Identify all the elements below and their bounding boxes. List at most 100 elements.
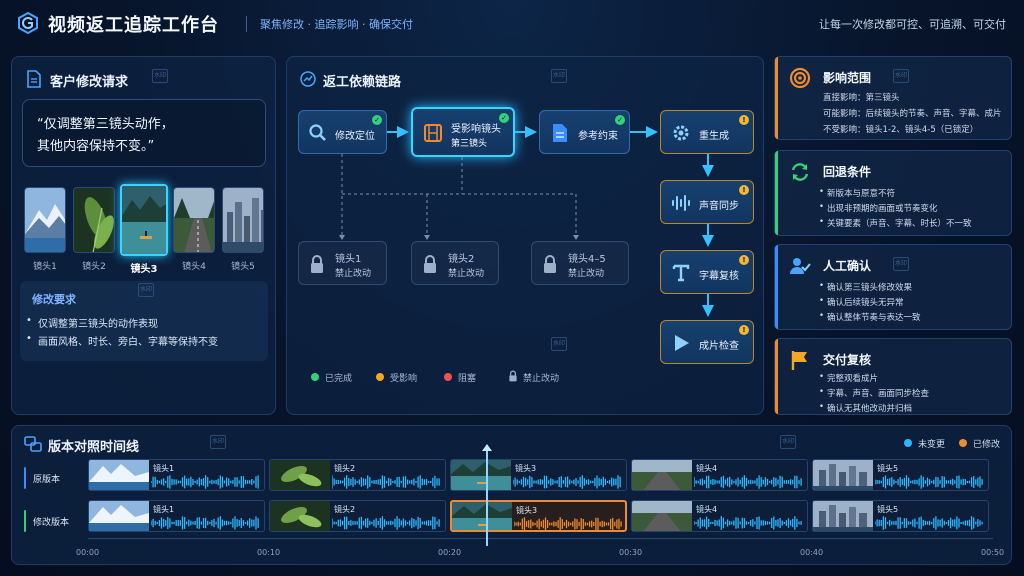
chain-node-final-check[interactable]: 成片检查 ! <box>660 320 754 364</box>
user-check-icon <box>790 258 811 274</box>
clip-label: 镜头5 <box>877 505 899 514</box>
timeline-clip[interactable]: 镜头1 <box>88 500 265 532</box>
clip-thumbnail <box>452 502 512 530</box>
clip-label: 镜头5 <box>877 464 899 473</box>
timeline-clip[interactable]: 镜头5 <box>812 500 989 532</box>
rollback-card: 回退条件 新版本与原意不符 出现非预期的画面或节奏变化 关键要素（声音、字幕、时… <box>774 150 1012 236</box>
header: 视频返工追踪工作台 聚焦修改 · 追踪影响 · 确保交付 让每一次修改都可控、可… <box>0 0 1024 48</box>
clip-thumbnail <box>270 460 330 490</box>
timeline-clip[interactable]: 镜头2 <box>269 500 446 532</box>
dependency-chain-title: 返工依赖链路 <box>323 75 402 90</box>
legend-modified-label: 已修改 <box>973 440 1001 450</box>
chain-node-subtitle-review[interactable]: 字幕复核 ! <box>660 250 754 294</box>
shot-thumbnail-5[interactable] <box>222 187 264 253</box>
timeline-clip[interactable]: 镜头4 <box>631 500 808 532</box>
play-icon <box>675 335 689 351</box>
timeline-tick-label: 00:00 <box>76 548 100 557</box>
chain-node-locate[interactable]: 修改定位 ✓ <box>298 110 387 154</box>
watermark: 水印 <box>893 69 909 83</box>
audio-waveform <box>693 474 806 490</box>
lock-icon <box>509 370 517 382</box>
rollback-item: 关键要素（声音、字幕、时长）不一致 <box>819 217 971 229</box>
clip-thumbnail <box>89 460 149 490</box>
clip-label: 镜头1 <box>153 464 175 473</box>
app-title: 视频返工追踪工作台 <box>48 15 219 36</box>
track-label-modified: 修改版本 <box>33 518 70 528</box>
timeline-tick-label: 00:30 <box>619 548 643 557</box>
card-accent <box>775 57 778 139</box>
clip-label: 镜头3 <box>516 506 538 515</box>
clip-thumbnail <box>813 460 873 490</box>
clip-thumbnail <box>270 501 330 531</box>
chain-node-label: 受影响镜头 <box>451 124 501 135</box>
request-quote-box: “仅调整第三镜头动作， 其他内容保持不变。” <box>22 99 266 167</box>
locked-shot-1: 镜头1 禁止改动 <box>298 241 387 285</box>
delivery-review-item: 完整观看成片 <box>819 372 878 384</box>
shot-thumbnail-4[interactable] <box>173 187 215 253</box>
chain-node-reference[interactable]: 参考约束 ✓ <box>539 110 630 154</box>
timeline-axis <box>88 538 993 539</box>
shot-thumbnail-3[interactable] <box>120 184 168 256</box>
gear-icon <box>673 125 689 141</box>
audio-waveform <box>150 515 263 531</box>
manual-confirm-item: 确认后续镜头无异常 <box>819 296 903 308</box>
locked-sub: 禁止改动 <box>448 269 485 279</box>
chain-connectors <box>339 126 714 317</box>
card-accent <box>775 339 778 414</box>
status-affected-icon: ! <box>739 325 749 335</box>
document-icon <box>553 124 567 142</box>
client-request-panel: 客户修改请求 水印 “仅调整第三镜头动作， 其他内容保持不变。” 镜头1 镜头2 <box>11 56 276 415</box>
impact-line: 可能影响：后续镜头的节奏、声音、字幕、成片 <box>823 109 1002 119</box>
locked-label: 镜头4–5 <box>568 254 606 265</box>
playhead[interactable] <box>482 444 493 546</box>
lock-icon <box>311 255 323 273</box>
lock-icon <box>424 255 436 273</box>
track-marker-original <box>24 467 26 489</box>
clip-label: 镜头4 <box>696 505 718 514</box>
audio-waveform <box>150 474 263 490</box>
watermark: 水印 <box>780 435 796 449</box>
timeline-clip[interactable]: 镜头5 <box>812 459 989 491</box>
version-timeline-title: 版本对照时间线 <box>48 440 140 455</box>
impact-line: 不受影响：镜头1-2、镜头4-5（已锁定） <box>823 125 979 135</box>
clip-label: 镜头1 <box>153 505 175 514</box>
clip-thumbnail <box>632 460 692 490</box>
chain-node-audio-sync[interactable]: 声音同步 ! <box>660 180 754 224</box>
playhead-handle-icon[interactable] <box>482 444 493 451</box>
requirements-box: 修改要求 水印 仅调整第三镜头的动作表现 画面风格、时长、旁白、字幕等保持不变 <box>20 281 268 361</box>
refresh-icon <box>791 163 809 181</box>
app-subtitle: 聚焦修改 · 追踪影响 · 确保交付 <box>260 18 413 31</box>
waveform-icon <box>672 195 690 211</box>
delivery-review-item: 确认无其他改动并归档 <box>819 402 912 414</box>
timeline-clip[interactable]: 镜头1 <box>88 459 265 491</box>
requirement-item: 画面风格、时长、旁白、字幕等保持不变 <box>26 333 218 348</box>
locked-label: 镜头2 <box>448 254 475 265</box>
timeline-clip[interactable]: 镜头4 <box>631 459 808 491</box>
shot-thumbnail-1[interactable] <box>24 187 66 253</box>
chain-node-regenerate[interactable]: 重生成 ! <box>660 110 754 154</box>
shot-thumbnail-2[interactable] <box>73 187 115 253</box>
timeline-clip[interactable]: 镜头3 <box>450 459 627 491</box>
chain-node-affected-shot[interactable]: 受影响镜头 第三镜头 ✓ <box>411 107 515 157</box>
clip-label: 镜头2 <box>334 505 356 514</box>
timeline-clip-modified[interactable]: 镜头3 <box>450 500 627 532</box>
delivery-review-item: 字幕、声音、画面同步检查 <box>819 387 929 399</box>
timeline-clip[interactable]: 镜头2 <box>269 459 446 491</box>
card-accent <box>775 245 778 329</box>
legend-modified-dot <box>959 439 967 447</box>
film-icon <box>424 124 442 142</box>
audio-waveform <box>513 516 625 530</box>
shot-label-4: 镜头4 <box>182 262 206 272</box>
chain-node-label: 参考约束 <box>578 131 618 142</box>
legend-affected-label: 受影响 <box>390 374 418 384</box>
shot-label-1: 镜头1 <box>33 262 57 272</box>
status-affected-icon: ! <box>739 255 749 265</box>
legend-done-label: 已完成 <box>325 374 353 384</box>
requirement-item: 仅调整第三镜头的动作表现 <box>26 315 158 330</box>
clip-thumbnail <box>813 501 873 531</box>
timeline-tick-label: 00:50 <box>981 548 1005 557</box>
manual-confirm-item: 确认整体节奏与表达一致 <box>819 311 920 323</box>
watermark: 水印 <box>893 257 909 271</box>
app-logo-icon <box>18 12 38 34</box>
